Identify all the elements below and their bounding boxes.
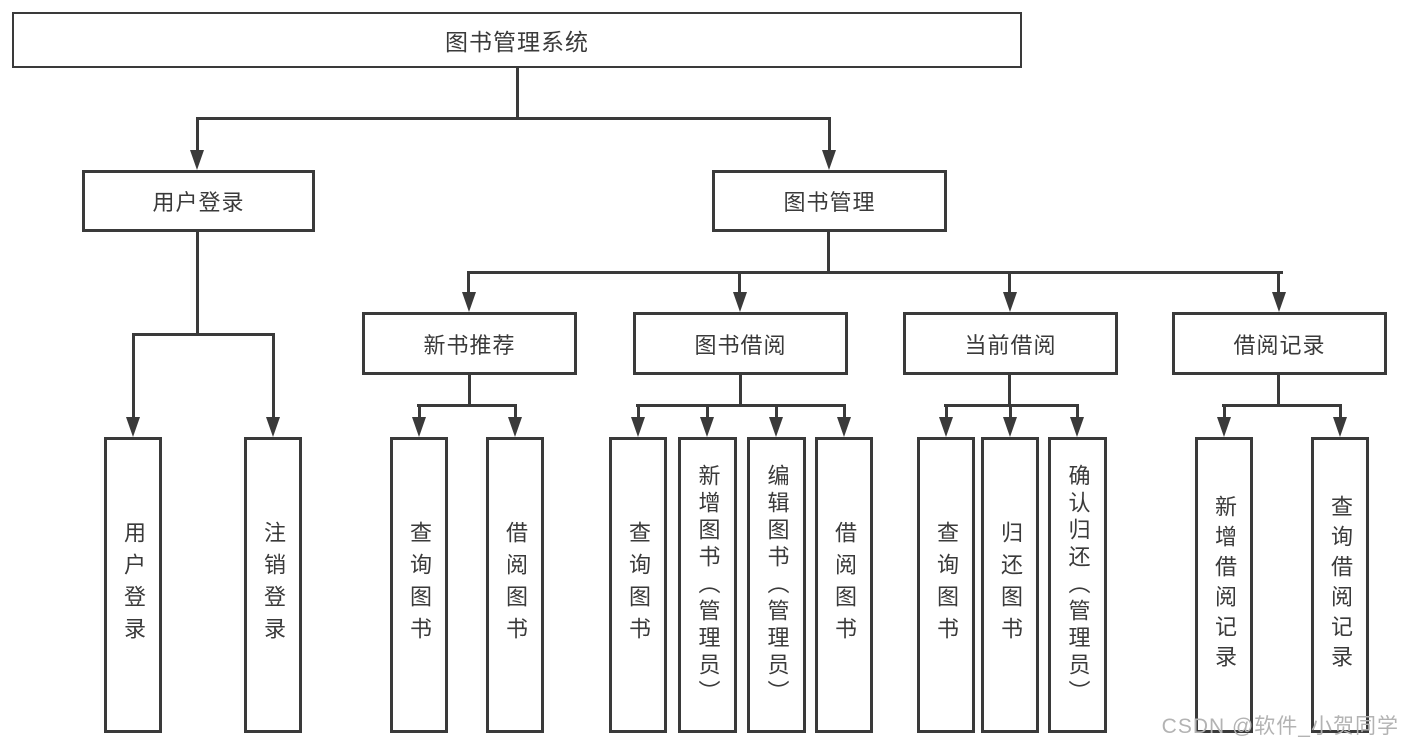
leaf-query-books-current: 查询图书	[917, 437, 975, 733]
leaf-query-books-borrowing: 查询图书	[609, 437, 667, 733]
connector-line	[828, 117, 831, 151]
node-label: 当前借阅	[964, 332, 1057, 358]
leaf-label: 注销登录	[261, 521, 286, 649]
leaf-logout: 注销登录	[244, 437, 302, 733]
connector-line	[1223, 404, 1226, 418]
leaf-label: 确认归还（管理员）	[1065, 463, 1091, 707]
node-label: 借阅记录	[1233, 332, 1326, 358]
connector-line	[775, 404, 778, 418]
node-book-management: 图书管理	[712, 170, 947, 232]
connector-line	[637, 404, 640, 418]
leaf-label: 查询借阅记录	[1328, 495, 1353, 675]
connector-line	[514, 404, 517, 418]
connector-line	[1076, 404, 1079, 418]
node-label: 图书借阅	[694, 332, 787, 358]
leaf-return-books: 归还图书	[981, 437, 1039, 733]
node-borrowing-records: 借阅记录	[1172, 312, 1387, 375]
node-current-borrowing: 当前借阅	[903, 312, 1118, 375]
arrow-down-icon	[733, 292, 747, 312]
connector-line	[843, 404, 846, 418]
leaf-label: 用户登录	[121, 521, 146, 649]
node-label: 用户登录	[152, 190, 245, 215]
connector-line	[738, 271, 741, 295]
leaf-label: 查询图书	[407, 521, 432, 649]
leaf-label: 新增借阅记录	[1212, 495, 1237, 675]
connector-line	[1339, 404, 1342, 418]
connector-line	[132, 333, 135, 417]
leaf-label: 查询图书	[934, 521, 959, 649]
connector-line	[516, 68, 519, 120]
leaf-label: 借阅图书	[832, 521, 857, 649]
leaf-edit-books-admin: 编辑图书（管理员）	[747, 437, 806, 733]
arrow-down-icon	[1333, 417, 1347, 437]
connector-line	[272, 333, 275, 417]
connector-line	[1008, 375, 1011, 406]
leaf-borrow-books-recommendation: 借阅图书	[486, 437, 544, 733]
connector-line	[196, 232, 199, 335]
leaf-label: 借阅图书	[503, 521, 528, 649]
node-new-book-recommendation: 新书推荐	[362, 312, 577, 375]
node-user-login: 用户登录	[82, 170, 315, 232]
leaf-label: 新增图书（管理员）	[695, 463, 721, 707]
arrow-down-icon	[412, 417, 426, 437]
arrow-down-icon	[631, 417, 645, 437]
connector-line	[706, 404, 709, 418]
connector-line	[1277, 271, 1280, 295]
leaf-user-login: 用户登录	[104, 437, 162, 733]
leaf-confirm-return-admin: 确认归还（管理员）	[1048, 437, 1107, 733]
connector-line	[418, 404, 421, 418]
arrow-down-icon	[939, 417, 953, 437]
arrow-down-icon	[822, 150, 836, 170]
leaf-label: 编辑图书（管理员）	[764, 463, 790, 707]
connector-line	[467, 271, 1283, 274]
connector-line	[196, 117, 831, 120]
arrow-down-icon	[837, 417, 851, 437]
arrow-down-icon	[1003, 417, 1017, 437]
leaf-label: 归还图书	[998, 521, 1023, 649]
csdn-watermark: CSDN @软件_小贺同学	[1161, 715, 1399, 738]
leaf-borrow-books-borrowing: 借阅图书	[815, 437, 873, 733]
arrow-down-icon	[126, 417, 140, 437]
arrow-down-icon	[700, 417, 714, 437]
arrow-down-icon	[1217, 417, 1231, 437]
connector-line	[467, 271, 470, 295]
arrow-down-icon	[462, 292, 476, 312]
connector-line	[827, 232, 830, 274]
leaf-query-borrow-record: 查询借阅记录	[1311, 437, 1369, 733]
connector-line	[1009, 404, 1012, 418]
connector-line	[196, 117, 199, 151]
arrow-down-icon	[508, 417, 522, 437]
node-label: 图书管理	[783, 190, 876, 215]
connector-line	[132, 333, 275, 336]
connector-line	[468, 375, 471, 406]
node-label: 新书推荐	[423, 332, 516, 358]
connector-line	[417, 404, 517, 407]
connector-line	[945, 404, 948, 418]
node-label: 图书管理系统	[445, 29, 589, 55]
leaf-label: 查询图书	[626, 521, 651, 649]
connector-line	[1222, 404, 1342, 407]
connector-line	[1008, 271, 1011, 295]
arrow-down-icon	[769, 417, 783, 437]
arrow-down-icon	[190, 150, 204, 170]
connector-line	[1277, 375, 1280, 406]
leaf-add-books-admin: 新增图书（管理员）	[678, 437, 737, 733]
node-library-management-system: 图书管理系统	[12, 12, 1022, 68]
arrow-down-icon	[1070, 417, 1084, 437]
arrow-down-icon	[1272, 292, 1286, 312]
leaf-query-books-recommendation: 查询图书	[390, 437, 448, 733]
node-book-borrowing: 图书借阅	[633, 312, 848, 375]
connector-line	[636, 404, 846, 407]
arrow-down-icon	[1003, 292, 1017, 312]
arrow-down-icon	[266, 417, 280, 437]
connector-line	[739, 375, 742, 406]
leaf-add-borrow-record: 新增借阅记录	[1195, 437, 1253, 733]
